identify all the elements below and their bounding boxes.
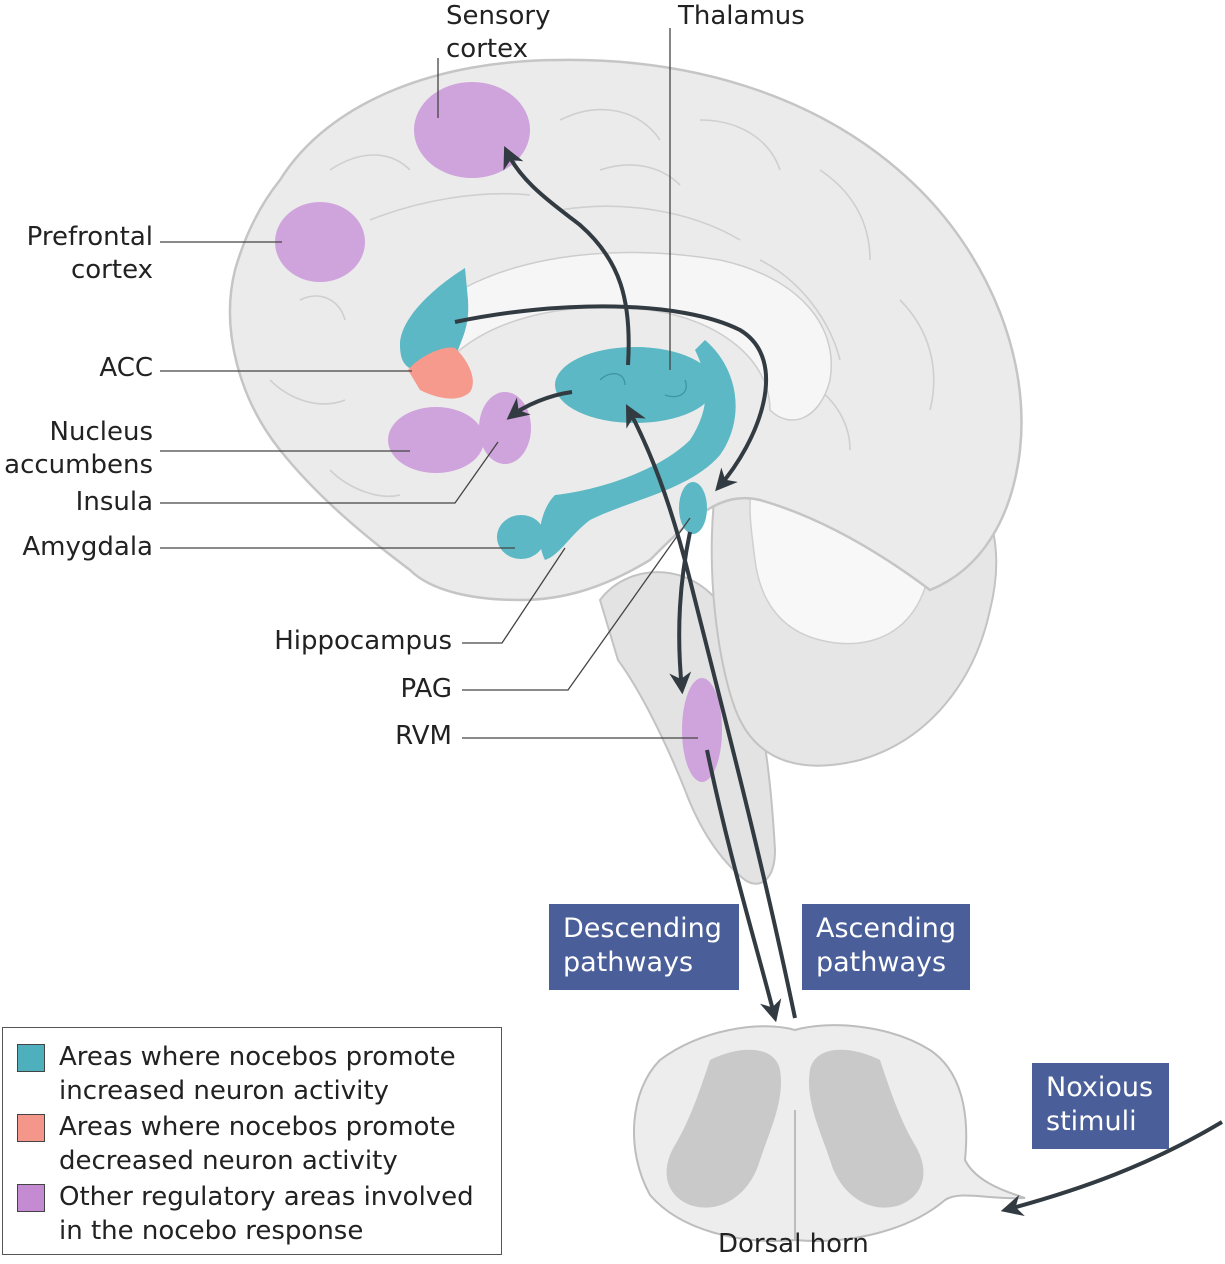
pag-region bbox=[679, 482, 707, 534]
legend-swatch-increased bbox=[17, 1044, 45, 1072]
nucleus-accumbens-region bbox=[388, 407, 484, 473]
legend-swatch-decreased bbox=[17, 1114, 45, 1142]
sensory-cortex-region bbox=[414, 82, 530, 178]
legend-text-regulatory: Other regulatory areas involved in the n… bbox=[59, 1182, 474, 1246]
gyri-lines bbox=[269, 108, 935, 497]
dorsal-horn-label: Dorsal horn bbox=[718, 1229, 869, 1259]
pathway-arrows bbox=[454, 146, 1224, 1217]
insula-label: Insula bbox=[75, 487, 153, 517]
legend-text-increased: Areas where nocebos promote increased ne… bbox=[59, 1042, 456, 1106]
legend-swatch-regulatory bbox=[17, 1184, 45, 1212]
cerebrum bbox=[228, 58, 1023, 602]
acc-label: ACC bbox=[99, 353, 153, 383]
legend-text-decreased: Areas where nocebos promote decreased ne… bbox=[59, 1112, 456, 1176]
nucleus-accumbens-label: Nucleus accumbens bbox=[4, 417, 153, 480]
leader-lines bbox=[160, 28, 698, 739]
amygdala-label: Amygdala bbox=[22, 532, 153, 562]
pag-label: PAG bbox=[400, 674, 453, 704]
acc-region bbox=[400, 268, 469, 372]
hippocampus-region bbox=[539, 340, 736, 560]
noxious-stimuli-box: Noxious stimuli bbox=[1032, 1063, 1169, 1149]
rvm-label: RVM bbox=[395, 721, 452, 751]
rvm-region bbox=[682, 678, 722, 782]
sensory-cortex-label: Sensory cortex bbox=[446, 1, 551, 64]
descending-pathways-box: Descending pathways bbox=[549, 904, 739, 990]
acc-decreased-region bbox=[408, 347, 473, 399]
prefrontal-cortex-region bbox=[275, 202, 365, 282]
legend: Areas where nocebos promote increased ne… bbox=[2, 1027, 502, 1255]
prefrontal-cortex-label: Prefrontal cortex bbox=[26, 222, 153, 285]
spinal-grey-right bbox=[809, 1049, 924, 1208]
amygdala-region bbox=[497, 515, 545, 559]
spinal-grey-left bbox=[666, 1049, 781, 1208]
hippocampus-label: Hippocampus bbox=[274, 626, 452, 656]
thalamus-region bbox=[555, 347, 715, 423]
insula-region bbox=[479, 392, 531, 464]
ascending-pathways-box: Ascending pathways bbox=[802, 904, 970, 990]
thalamus-label: Thalamus bbox=[678, 1, 805, 31]
